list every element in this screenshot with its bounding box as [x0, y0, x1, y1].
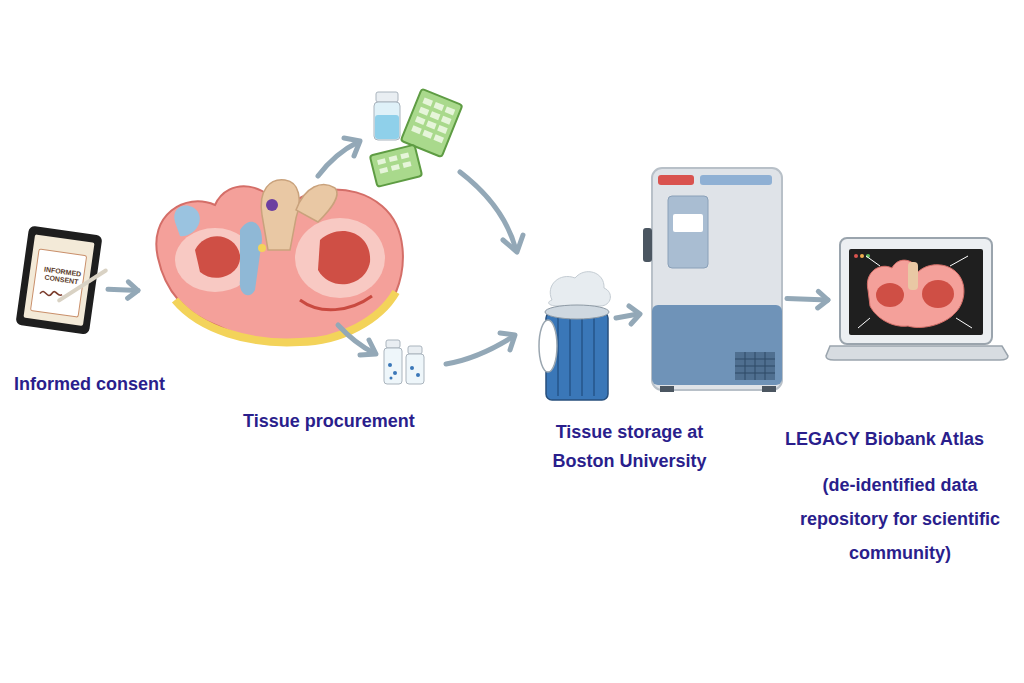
liquid-nitrogen-dewar — [539, 272, 610, 400]
vial-and-cassettes — [370, 89, 463, 187]
flow-arrow — [787, 291, 828, 308]
tablet-icon — [15, 225, 110, 335]
arrow-head — [818, 291, 828, 308]
stage-node: Tissue procurement — [140, 175, 410, 350]
screen-text: INFORMED CONSENT — [39, 265, 85, 287]
cryo-vials — [384, 340, 424, 384]
stage-label: LEGACY Biobank Atlas — [785, 425, 984, 454]
stage-note: (de-identified data repository for scien… — [786, 468, 1014, 570]
arrow-shaft — [787, 298, 828, 300]
arrow-shaft — [108, 289, 138, 290]
stage-label: Informed consent — [14, 370, 165, 399]
flow-arrow — [108, 282, 138, 299]
stage-node: Tissue storage at Boston University — [530, 165, 785, 395]
heart-illustration — [156, 180, 403, 343]
stage-label: Tissue procurement — [243, 407, 415, 436]
stage-label: Tissue storage at Boston University — [532, 418, 727, 476]
stage-node: LEGACY Biobank Atlas(de-identified data … — [830, 235, 1006, 360]
arrow-head — [128, 282, 138, 299]
freezer — [643, 168, 782, 392]
laptop — [826, 238, 1008, 360]
